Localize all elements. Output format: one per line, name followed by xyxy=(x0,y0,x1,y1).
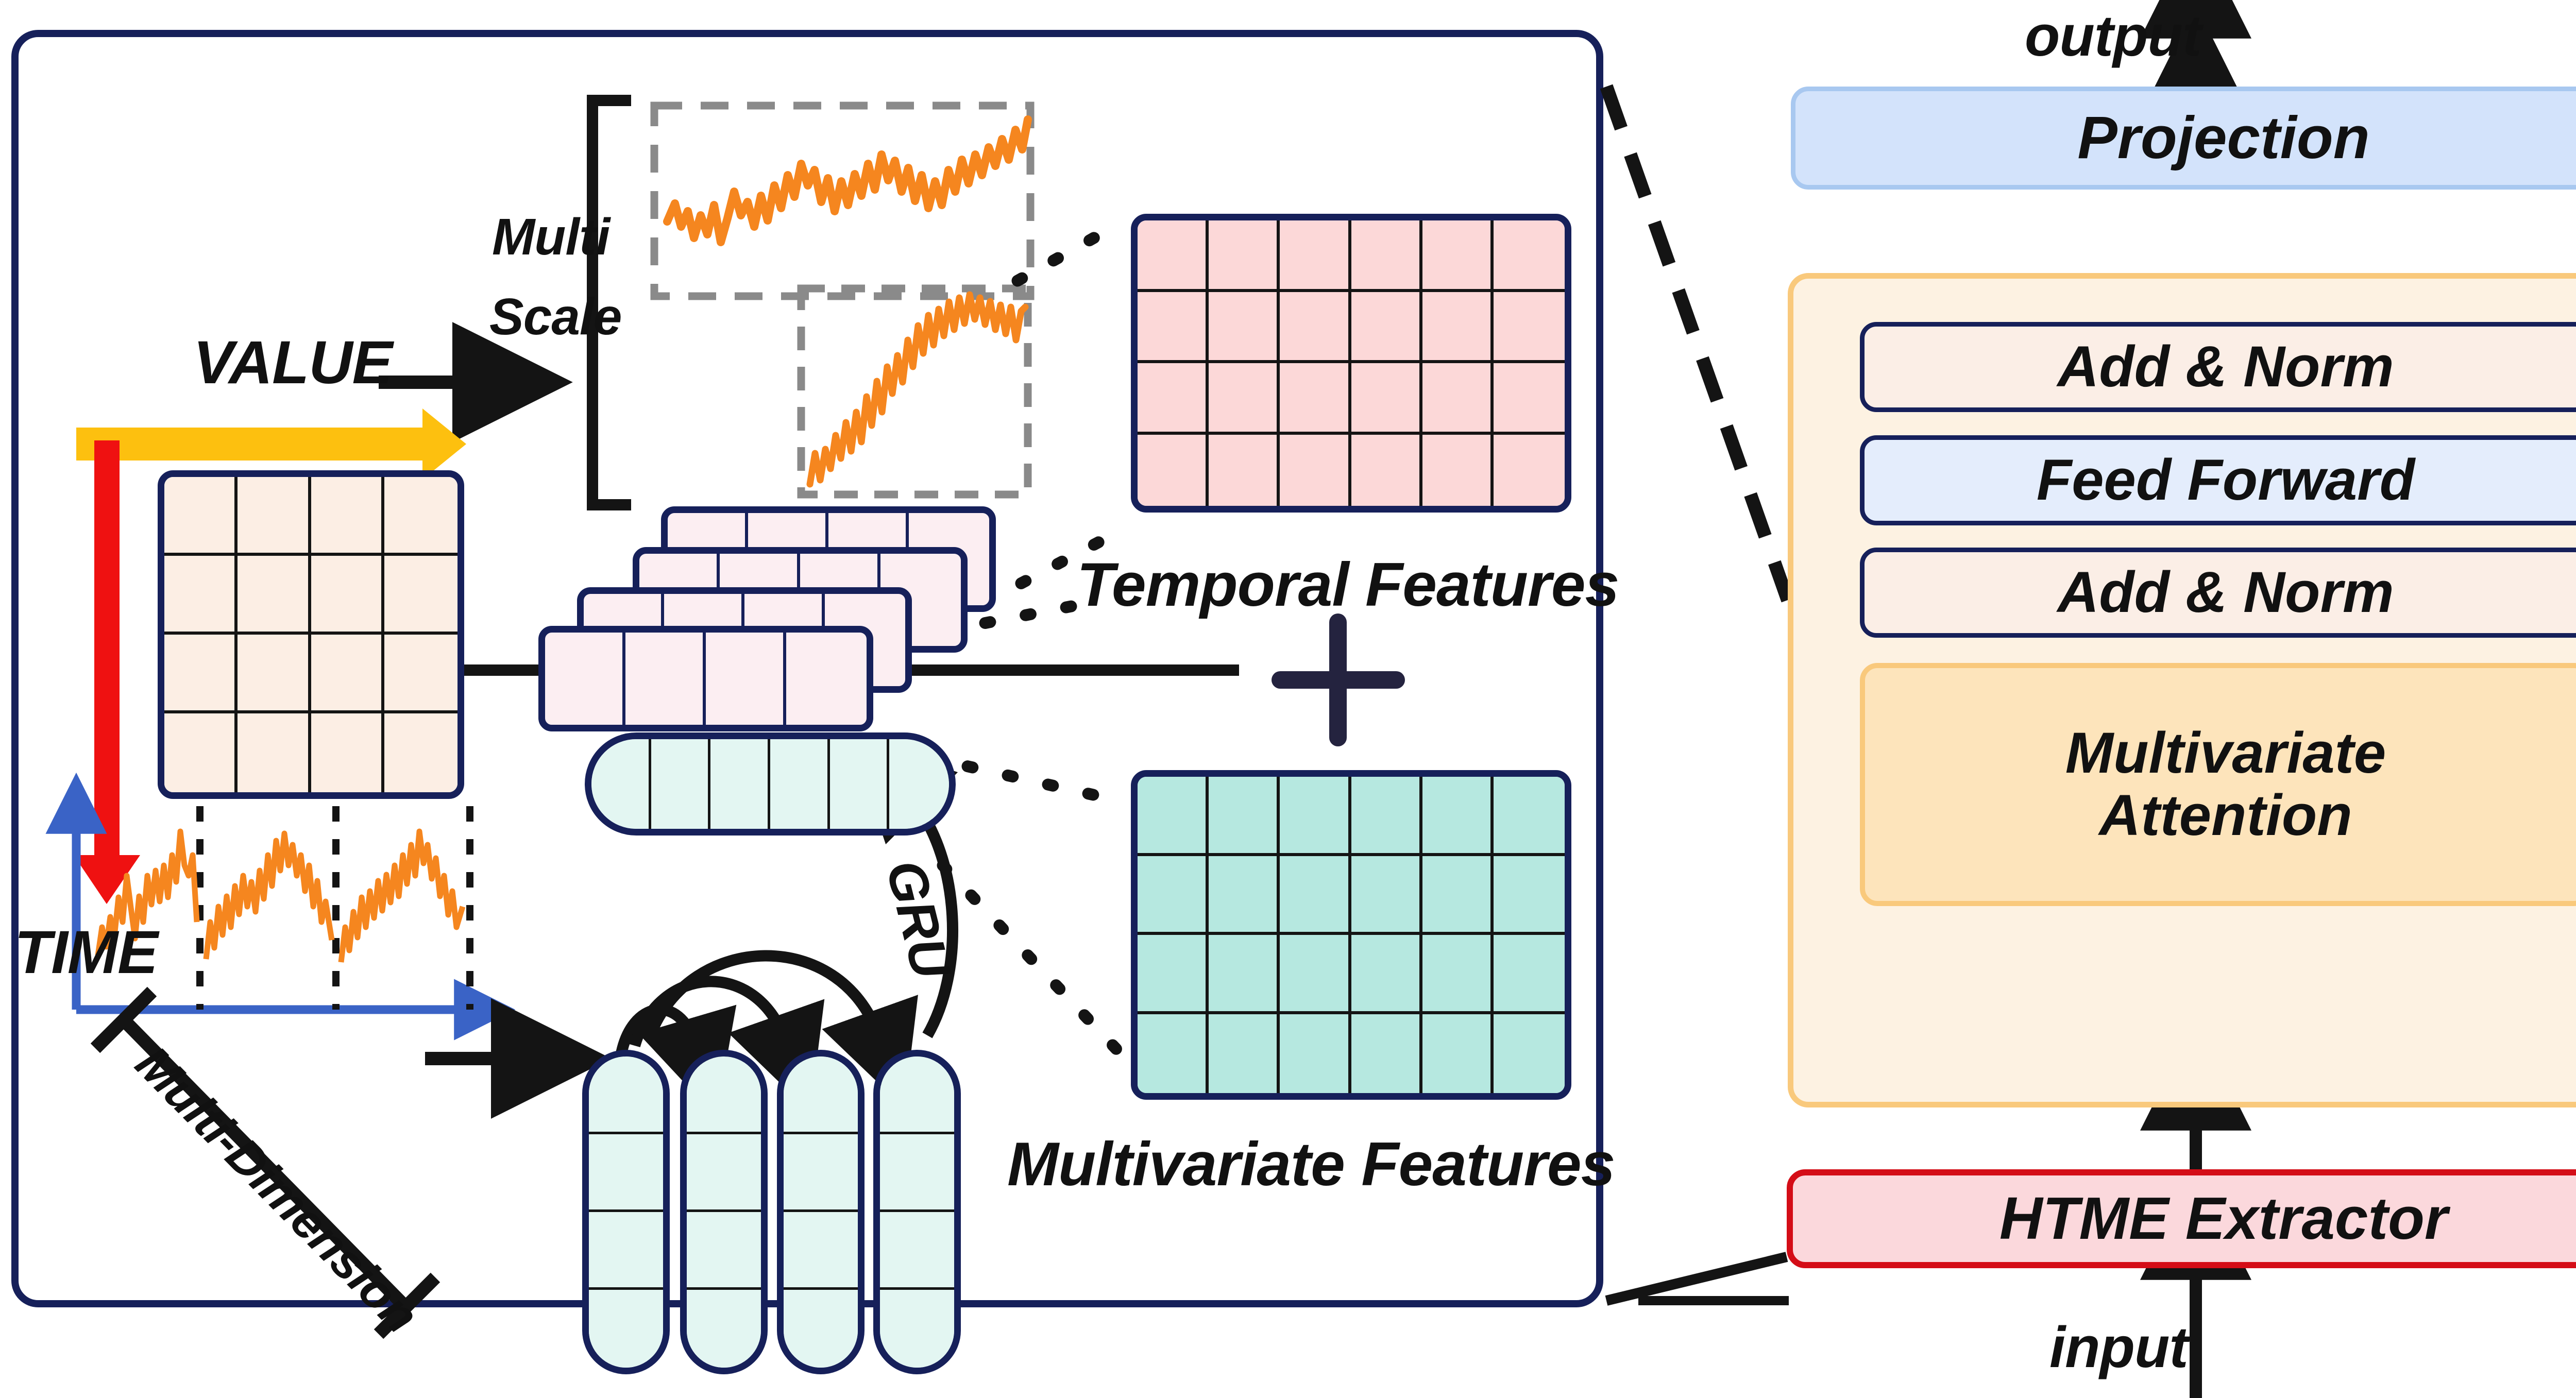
temporal-features-grid xyxy=(1131,214,1571,513)
block-add-norm-top[interactable]: Add & Norm xyxy=(1860,322,2576,412)
label-multivariate-features: Multivariate Features xyxy=(1007,1130,1615,1199)
label-time-axis: TIME xyxy=(14,918,158,986)
label-output: output xyxy=(2025,4,2201,68)
block-multivariate-attention[interactable]: Multivariate Attention xyxy=(1860,663,2576,906)
block-feed-forward[interactable]: Feed Forward xyxy=(1860,435,2576,525)
label-value-axis: VALUE xyxy=(193,329,393,397)
label-multi-scale-line2: Scale xyxy=(489,288,622,346)
gru-output-strip xyxy=(585,732,956,836)
block-projection[interactable]: Projection xyxy=(1791,87,2576,190)
block-htme-extractor[interactable]: HTME Extractor xyxy=(1787,1169,2576,1268)
input-matrix xyxy=(158,470,464,799)
multiscale-card-1 xyxy=(538,626,873,731)
multivariate-features-grid xyxy=(1131,770,1571,1100)
gru-input-column-4 xyxy=(873,1050,961,1374)
label-multi-scale-line1: Multi xyxy=(492,208,610,266)
block-add-norm-bottom[interactable]: Add & Norm xyxy=(1860,548,2576,638)
gru-input-column-2 xyxy=(680,1050,768,1374)
label-temporal-features: Temporal Features xyxy=(1077,550,1619,619)
label-input: input xyxy=(2049,1315,2189,1379)
gru-input-column-3 xyxy=(777,1050,865,1374)
